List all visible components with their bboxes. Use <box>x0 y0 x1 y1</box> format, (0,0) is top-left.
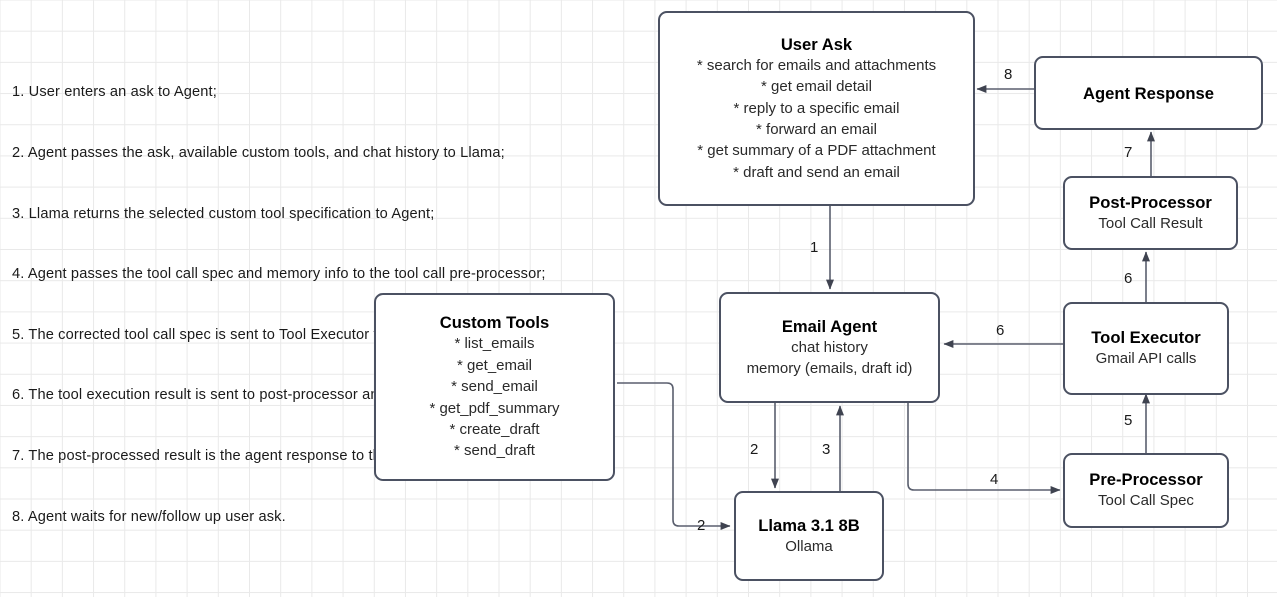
user-ask-item: * reply to a specific email <box>733 99 900 117</box>
node-tool-executor[interactable]: Tool Executor Gmail API calls <box>1063 302 1229 395</box>
custom-tools-item: * get_pdf_summary <box>429 399 560 417</box>
user-ask-item: * get email detail <box>761 78 872 96</box>
edge-label-6-agent: 6 <box>996 322 1005 339</box>
email-agent-title: Email Agent <box>781 316 878 336</box>
node-post-processor[interactable]: Post-Processor Tool Call Result <box>1063 176 1238 250</box>
user-ask-item: * draft and send an email <box>733 163 900 181</box>
edge-label-1: 1 <box>810 239 819 256</box>
custom-tools-title: Custom Tools <box>439 313 550 333</box>
pre-processor-subtitle: Tool Call Spec <box>1098 492 1194 510</box>
edge-2-custom-tools-to-llama <box>617 382 731 530</box>
custom-tools-item: * list_emails <box>454 335 535 353</box>
node-pre-processor[interactable]: Pre-Processor Tool Call Spec <box>1063 453 1229 528</box>
legend-line-3: 3. Llama returns the selected custom too… <box>12 205 435 222</box>
legend-line-4: 4. Agent passes the tool call spec and m… <box>12 266 546 283</box>
edge-label-4: 4 <box>990 471 999 488</box>
edge-label-6-post: 6 <box>1124 270 1133 287</box>
edge-label-8: 8 <box>1004 66 1013 83</box>
tool-executor-title: Tool Executor <box>1091 328 1201 348</box>
agent-response-title: Agent Response <box>1083 83 1214 103</box>
email-agent-memory: memory (emails, draft id) <box>746 360 913 377</box>
custom-tools-item: * create_draft <box>449 420 540 438</box>
custom-tools-item: * get_email <box>456 356 533 374</box>
edge-4-email-agent-to-pre-processor <box>907 403 1061 494</box>
custom-tools-item: * send_draft <box>454 442 535 460</box>
edge-label-7: 7 <box>1124 144 1133 161</box>
node-email-agent[interactable]: Email Agent chat history memory (emails,… <box>719 292 940 403</box>
custom-tools-item: * send_email <box>451 378 538 396</box>
legend-line-1: 1. User enters an ask to Agent; <box>12 84 217 101</box>
tool-executor-subtitle: Gmail API calls <box>1095 350 1197 368</box>
user-ask-item: * search for emails and attachments <box>696 56 937 74</box>
node-user-ask[interactable]: User Ask * search for emails and attachm… <box>658 11 975 206</box>
user-ask-title: User Ask <box>780 34 853 54</box>
edge-label-5: 5 <box>1124 412 1133 429</box>
legend-line-2: 2. Agent passes the ask, available custo… <box>12 145 505 161</box>
node-agent-response[interactable]: Agent Response <box>1034 56 1263 130</box>
post-processor-title: Post-Processor <box>1089 192 1212 212</box>
node-custom-tools[interactable]: Custom Tools * list_emails * get_email *… <box>374 293 615 481</box>
user-ask-item: * forward an email <box>756 121 877 138</box>
post-processor-subtitle: Tool Call Result <box>1098 214 1203 232</box>
user-ask-item: * get summary of a PDF attachment <box>697 142 936 160</box>
custom-tools-item-list: * list_emails * get_email * send_email *… <box>429 333 559 461</box>
edge-label-2-agent: 2 <box>750 441 759 458</box>
email-agent-chat-history: chat history <box>791 338 868 356</box>
legend-line-8: 8. Agent waits for new/follow up user as… <box>12 508 286 525</box>
edge-label-2-tools: 2 <box>697 517 706 534</box>
llama-subtitle: Ollama <box>785 537 833 555</box>
node-llama[interactable]: Llama 3.1 8B Ollama <box>734 491 884 581</box>
edge-label-3: 3 <box>822 441 831 458</box>
pre-processor-title: Pre-Processor <box>1089 470 1203 490</box>
user-ask-item-list: * search for emails and attachments * ge… <box>697 55 936 183</box>
llama-title: Llama 3.1 8B <box>758 515 860 535</box>
